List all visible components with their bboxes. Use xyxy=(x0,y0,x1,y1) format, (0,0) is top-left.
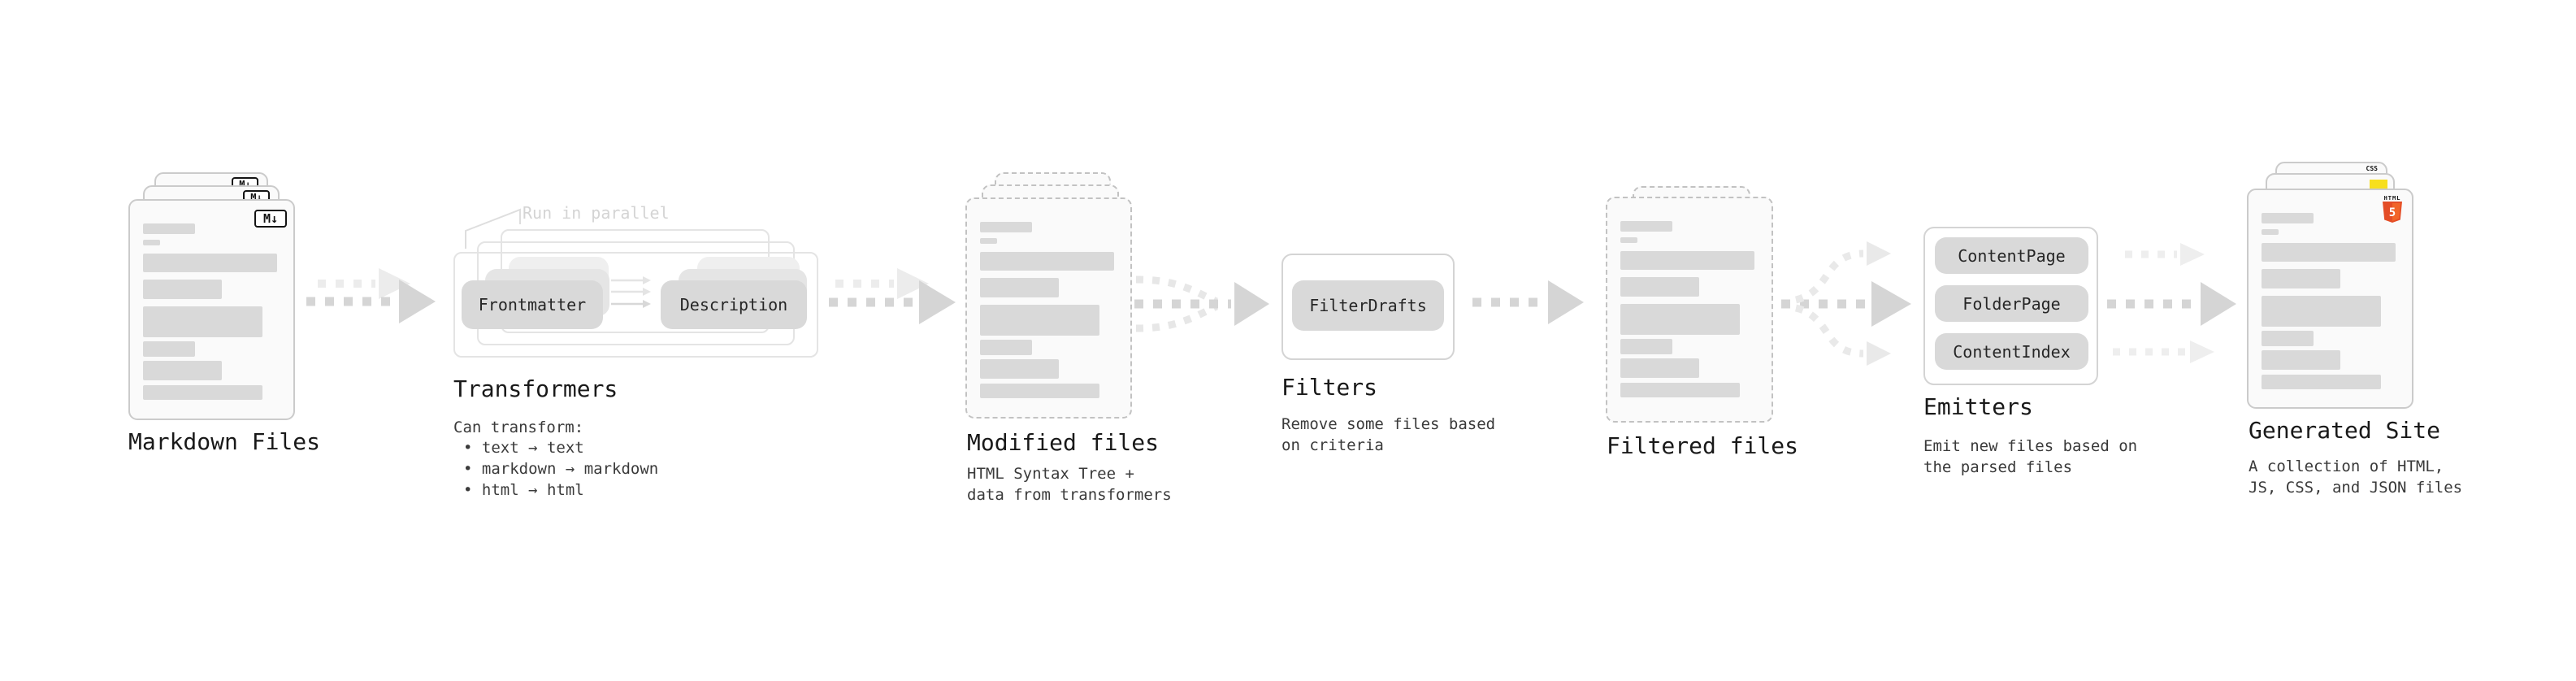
placeholder-bar xyxy=(143,306,262,337)
placeholder-bar xyxy=(2262,269,2340,288)
html5-icon: HTML 5 xyxy=(2382,195,2403,227)
contentpage-pill: ContentPage xyxy=(1935,237,2088,274)
run-in-parallel-label: Run in parallel xyxy=(523,203,670,223)
contentindex-pill: ContentIndex xyxy=(1935,333,2088,370)
filterdrafts-pill: FilterDrafts xyxy=(1292,280,1444,331)
placeholder-bar xyxy=(980,222,1032,232)
file-content-placeholder xyxy=(130,201,293,400)
html5-icon-label: HTML xyxy=(2383,195,2401,202)
transformers-bullet: • html → html xyxy=(463,481,584,499)
placeholder-bar xyxy=(2262,350,2340,370)
flow-arrow-transformers-to-modified xyxy=(829,268,956,324)
markdown-file-card: M↓ xyxy=(128,199,295,420)
placeholder-bar xyxy=(1620,304,1740,335)
placeholder-bar xyxy=(1620,339,1672,354)
placeholder-bar xyxy=(1620,237,1637,243)
stage-title-generated-site: Generated Site xyxy=(2249,417,2441,444)
placeholder-bar xyxy=(1620,358,1699,378)
filtered-file-card xyxy=(1606,197,1773,423)
placeholder-bar xyxy=(2262,213,2314,223)
placeholder-bar xyxy=(143,254,277,272)
filters-desc: Remove some files based xyxy=(1281,415,1496,433)
placeholder-bar xyxy=(980,278,1059,297)
file-content-placeholder xyxy=(2249,190,2412,389)
placeholder-bar xyxy=(2262,229,2279,235)
modified-file-card xyxy=(965,197,1132,419)
stage-title-markdown-files: Markdown Files xyxy=(128,428,321,455)
transformers-bullet: • text → text xyxy=(463,439,584,457)
frontmatter-pill: Frontmatter xyxy=(462,280,603,329)
html5-shield-icon: 5 xyxy=(2383,202,2402,223)
filters-desc: on criteria xyxy=(1281,436,1384,454)
modified-files-desc: HTML Syntax Tree + xyxy=(967,465,1134,483)
file-content-placeholder xyxy=(1607,198,1772,397)
file-content-placeholder xyxy=(967,199,1130,398)
emitters-desc: the parsed files xyxy=(1923,458,2073,476)
flow-arrow-modified-to-filters xyxy=(1134,275,1269,332)
placeholder-bar xyxy=(143,280,222,299)
placeholder-bar xyxy=(143,341,195,357)
stage-title-modified-files: Modified files xyxy=(967,429,1160,456)
placeholder-bar xyxy=(980,305,1099,336)
transformer-layer-front xyxy=(453,252,818,358)
flow-arrow-filtered-to-emitters xyxy=(1781,241,1911,366)
placeholder-bar xyxy=(2262,375,2381,389)
modified-files-desc: data from transformers xyxy=(967,486,1172,504)
stage-title-filtered-files: Filtered files xyxy=(1607,432,1799,459)
placeholder-bar xyxy=(2262,331,2314,346)
flow-arrow-emitters-to-generated xyxy=(2107,243,2236,363)
placeholder-bar xyxy=(2262,243,2396,262)
stage-title-emitters: Emitters xyxy=(1923,393,2033,420)
placeholder-bar xyxy=(980,384,1099,398)
transformers-bullet: • markdown → markdown xyxy=(463,460,659,478)
svg-text:5: 5 xyxy=(2389,206,2396,219)
markdown-icon: M↓ xyxy=(254,210,287,228)
placeholder-bar xyxy=(980,238,997,244)
placeholder-bar xyxy=(143,361,222,380)
placeholder-bar xyxy=(2262,296,2381,327)
placeholder-bar xyxy=(143,240,160,245)
placeholder-bar xyxy=(980,359,1059,379)
flow-arrow-filters-to-filtered xyxy=(1472,280,1584,324)
placeholder-bar xyxy=(1620,383,1740,397)
placeholder-bar xyxy=(143,385,262,400)
folderpage-pill: FolderPage xyxy=(1935,285,2088,322)
stage-title-transformers: Transformers xyxy=(453,375,618,402)
generated-site-desc: A collection of HTML, xyxy=(2249,458,2444,475)
html-file-card: HTML 5 xyxy=(2247,189,2413,409)
placeholder-bar xyxy=(1620,221,1672,232)
flow-arrow-markdown-to-transformers xyxy=(306,268,436,323)
placeholder-bar xyxy=(980,252,1114,271)
transformers-desc-heading: Can transform: xyxy=(453,419,584,436)
description-pill: Description xyxy=(661,280,807,329)
placeholder-bar xyxy=(1620,251,1754,270)
generated-site-desc: JS, CSS, and JSON files xyxy=(2249,479,2463,497)
placeholder-bar xyxy=(143,223,195,234)
stage-title-filters: Filters xyxy=(1281,374,1378,401)
placeholder-bar xyxy=(1620,277,1699,297)
placeholder-bar xyxy=(980,340,1032,355)
emitters-desc: Emit new files based on xyxy=(1923,437,2138,455)
